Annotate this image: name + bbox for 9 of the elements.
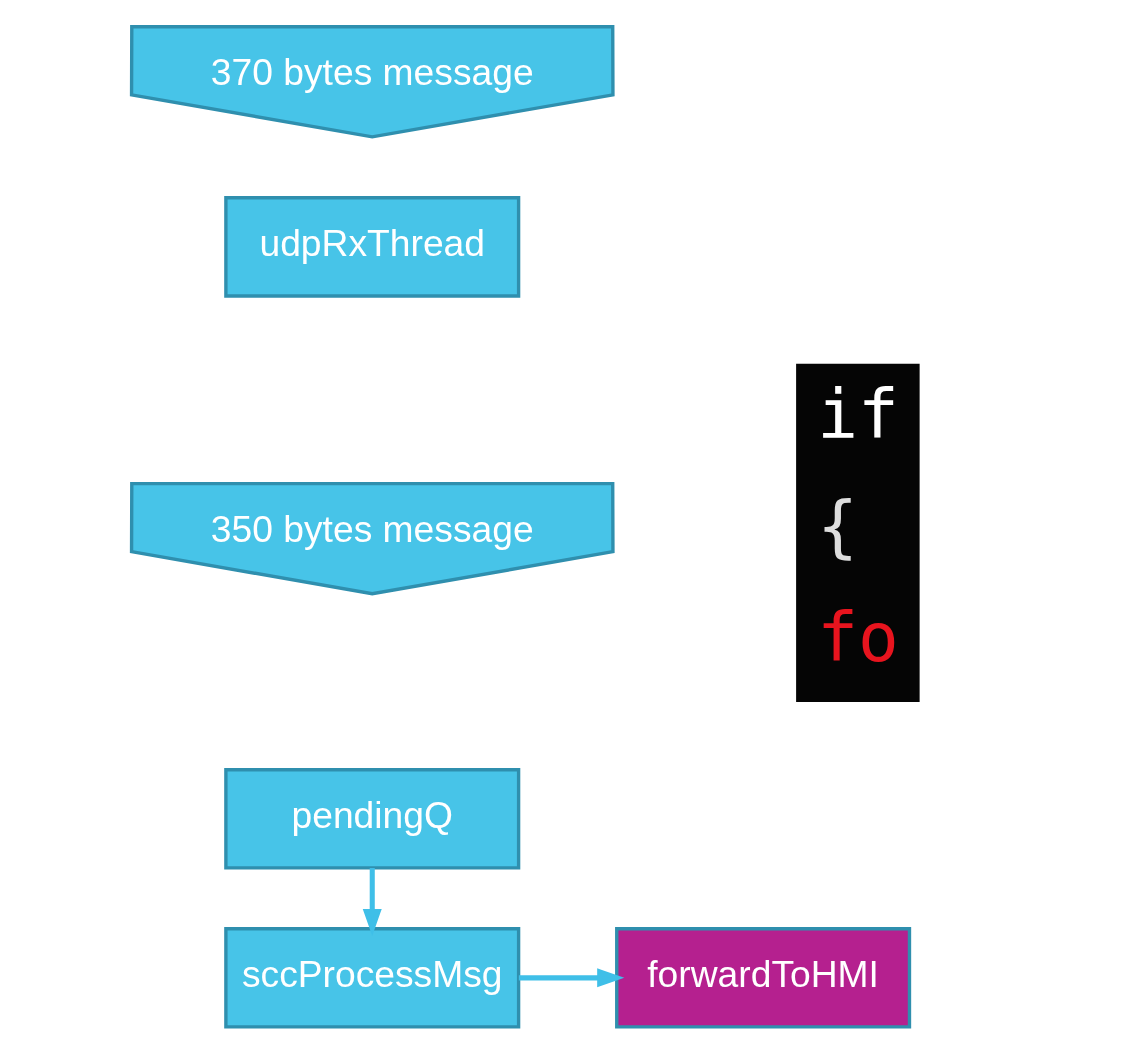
node-box: udpRxThread: [223, 196, 520, 298]
node-box: forwardToHMI: [614, 927, 911, 1029]
node-box: pendingQ: [223, 768, 520, 870]
arrow: [362, 868, 382, 937]
arrow: [518, 968, 624, 988]
label: fo: [816, 598, 899, 678]
label: if: [816, 375, 899, 455]
label: {: [816, 486, 858, 566]
node-box: sccProcessMsg: [223, 927, 520, 1029]
